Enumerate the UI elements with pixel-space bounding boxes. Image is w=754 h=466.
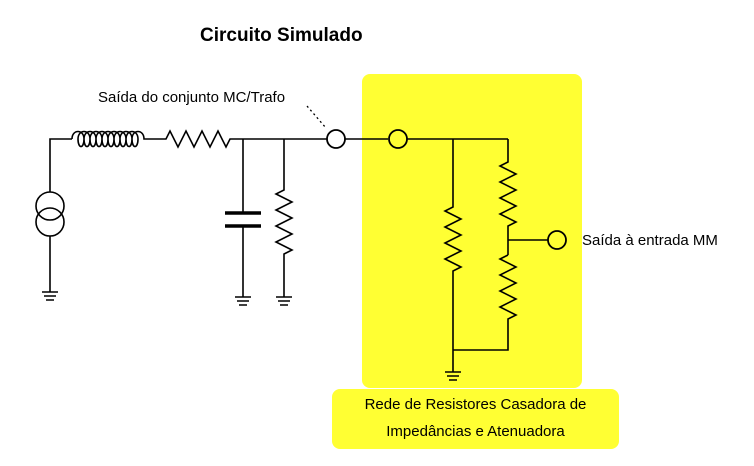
- cartridge-output-label: Saída do conjunto MC/Trafo: [98, 89, 286, 106]
- resistor-network-highlight: [362, 74, 582, 388]
- resistor-icon: [498, 139, 518, 255]
- ground-icon: [42, 291, 58, 301]
- mm-output-label: Saída à entrada MM: [582, 232, 718, 249]
- ground-icon: [235, 296, 251, 306]
- ground-icon: [445, 371, 461, 381]
- current-source-icon: [35, 191, 65, 237]
- terminal-icon: [388, 129, 408, 149]
- inductor-icon: [71, 130, 154, 148]
- resistor-icon: [443, 139, 463, 372]
- resistor-icon: [453, 254, 518, 351]
- resistor-icon: [274, 139, 294, 297]
- resistor-icon: [154, 129, 330, 149]
- capacitor-icon: [225, 211, 261, 228]
- terminal-icon: [326, 129, 346, 149]
- network-label-line-1: Rede de Resistores Casadora de: [364, 396, 587, 413]
- callout-leader: [306, 105, 327, 129]
- ground-icon: [276, 296, 292, 306]
- diagram-title: Circuito Simulado: [200, 25, 363, 46]
- terminal-icon: [547, 230, 567, 250]
- network-label-line-2: Impedâncias e Atenuadora: [386, 423, 565, 440]
- source-top-wire: [49, 138, 72, 192]
- resistor-network-label-box: Rede de Resistores Casadora de Impedânci…: [332, 389, 619, 449]
